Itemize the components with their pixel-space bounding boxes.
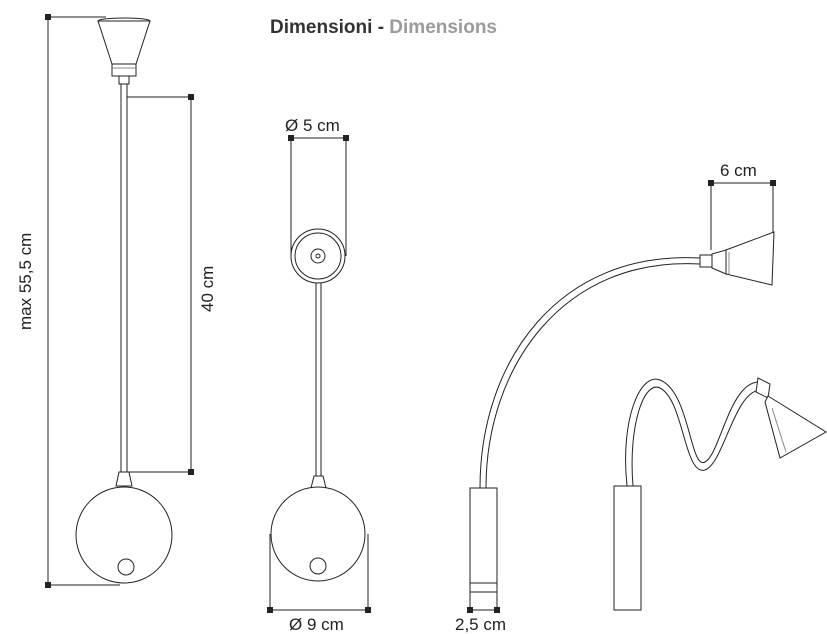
lamp-base-front (75, 486, 173, 584)
lamp-arm-front (120, 84, 128, 472)
dim-marker (467, 607, 473, 613)
dim-marker (267, 607, 273, 613)
dim-marker (343, 135, 349, 141)
lamp-base-side (270, 486, 366, 582)
base-width-label: 2,5 cm (455, 615, 506, 634)
dim-marker (188, 469, 194, 475)
lamp-head-front (97, 17, 151, 85)
dim-marker (45, 14, 51, 20)
arm-length-label: 40 cm (198, 266, 217, 312)
head-length-label: 6 cm (720, 161, 757, 180)
total-height-label: max 55,5 cm (16, 233, 35, 330)
side-view (267, 135, 371, 613)
dim-marker (494, 607, 500, 613)
dim-marker (188, 94, 194, 100)
title-separator: - (377, 17, 385, 38)
head-diameter-label: Ø 5 cm (285, 116, 340, 135)
base-diameter-label: Ø 9 cm (289, 615, 344, 634)
dim-marker (770, 180, 776, 186)
dim-marker (288, 135, 294, 141)
lamp-curled (613, 377, 827, 611)
dim-marker (365, 607, 371, 613)
gooseneck-arm (479, 257, 701, 489)
lamp-head-side (290, 228, 346, 284)
title-italian: Dimensioni (270, 17, 373, 38)
title-english: Dimensions (389, 17, 497, 38)
dim-marker (45, 582, 51, 588)
front-view (45, 14, 194, 588)
dim-marker (708, 180, 714, 186)
lamp-arm-side (315, 283, 322, 478)
lamp-head-flex (699, 231, 775, 286)
switch-icon (309, 557, 327, 575)
switch-icon (117, 558, 135, 576)
flex-view (467, 180, 827, 613)
page-title: Dimensioni - Dimensions (270, 17, 497, 39)
